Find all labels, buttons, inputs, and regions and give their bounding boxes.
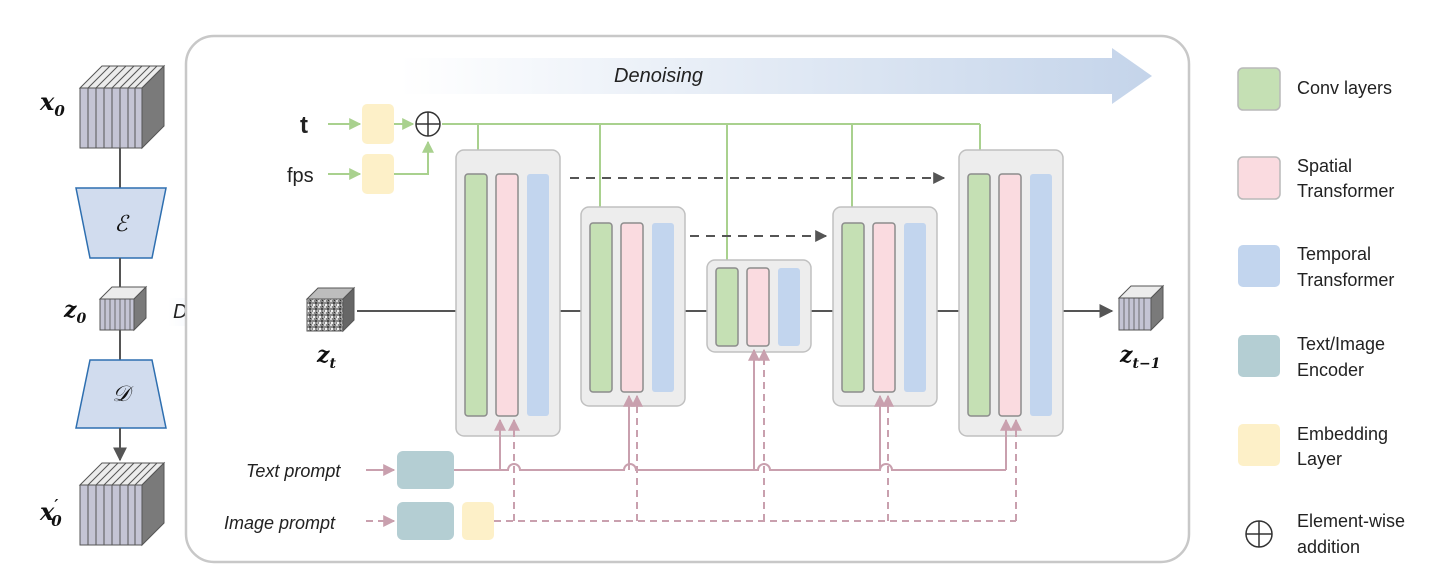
legend-label: Temporal (1297, 244, 1371, 264)
legend: Conv layers Spatial Transformer Temporal… (1237, 67, 1405, 557)
decoder-symbol: 𝒟 (112, 382, 134, 407)
temporal-transformer (527, 174, 549, 416)
text-prompt-label: Text prompt (246, 461, 341, 481)
legend-label: Spatial (1297, 156, 1352, 176)
legend-label: addition (1297, 537, 1360, 557)
encoder-block: ℰ (75, 187, 167, 259)
z0-label: z0 (63, 297, 87, 327)
legend-label: Transformer (1297, 270, 1394, 290)
legend-label: Encoder (1297, 360, 1364, 380)
element-wise-addition (415, 111, 441, 137)
denoising-arrow: Denoising (400, 48, 1152, 104)
legend-temporal: Temporal Transformer (1238, 244, 1394, 290)
legend-swatch (1237, 67, 1281, 111)
conv-layer (967, 173, 991, 417)
legend-swatch (1238, 245, 1280, 287)
decoder-block: 𝒟 (75, 359, 167, 429)
fps-embedding-layer (362, 154, 394, 194)
text-prompt-path (366, 348, 1012, 476)
legend-label: Element-wise (1297, 511, 1405, 531)
legend-embedding: Embedding Layer (1238, 424, 1388, 469)
legend-label: Conv layers (1297, 78, 1392, 98)
legend-spatial: Spatial Transformer (1237, 156, 1394, 201)
unet-block-4 (832, 206, 938, 407)
legend-swatch (1238, 335, 1280, 377)
legend-swatch (1237, 156, 1281, 200)
spatial-transformer (998, 173, 1022, 417)
image-prompt-label: Image prompt (224, 513, 336, 533)
spatial-transformer (620, 222, 644, 393)
temporal-transformer (778, 268, 800, 346)
unet-panel (184, 34, 1191, 564)
plus-circle-icon (1245, 520, 1273, 548)
spatial-transformer (746, 267, 770, 347)
legend-label: Embedding (1297, 424, 1388, 444)
autoencoder-column: x0 ℰ z0 𝒟 (39, 64, 167, 547)
legend-label: Layer (1297, 449, 1342, 469)
image-embedding-layer (462, 502, 494, 540)
unet-block-5 (958, 149, 1064, 437)
temporal-transformer (904, 223, 926, 392)
zt-label: zt (316, 342, 337, 372)
conv-layer (589, 222, 613, 393)
legend-label: Text/Image (1297, 334, 1385, 354)
conv-layer (464, 173, 488, 417)
temporal-transformer (652, 223, 674, 392)
zt-noisy-latent-cube (305, 286, 356, 333)
x0-prime-latent-cube (78, 461, 166, 547)
unet-block-2 (580, 206, 686, 407)
image-prompt-path (366, 348, 1022, 527)
x0-label: x0 (39, 87, 65, 120)
spatial-transformer (495, 173, 519, 417)
legend-addition: Element-wise addition (1245, 511, 1405, 557)
denoising-label: Denoising (614, 65, 703, 87)
t-embedding-layer (362, 104, 394, 144)
legend-label: Transformer (1297, 181, 1394, 201)
fps-label: fps (287, 165, 314, 187)
legend-encoder: Text/Image Encoder (1238, 334, 1385, 380)
conv-layer (715, 267, 739, 347)
spatial-transformer (872, 222, 896, 393)
image-encoder (397, 502, 454, 540)
x0-prime-label: x′0 (39, 496, 62, 530)
temporal-transformer (1030, 174, 1052, 416)
legend-swatch (1238, 424, 1280, 466)
conv-layer (841, 222, 865, 393)
encoder-symbol: ℰ (114, 212, 130, 237)
unet-block-middle (706, 259, 812, 353)
legend-conv: Conv layers (1237, 67, 1392, 111)
x0-latent-cube (78, 64, 166, 150)
t-label: t (300, 112, 308, 139)
text-encoder (397, 451, 454, 489)
zt-minus-1-label: zt−1 (1119, 342, 1160, 372)
z0-latent-cube (98, 285, 148, 332)
unet-block-1 (455, 149, 561, 437)
zt-minus-1-latent-cube (1117, 284, 1165, 332)
